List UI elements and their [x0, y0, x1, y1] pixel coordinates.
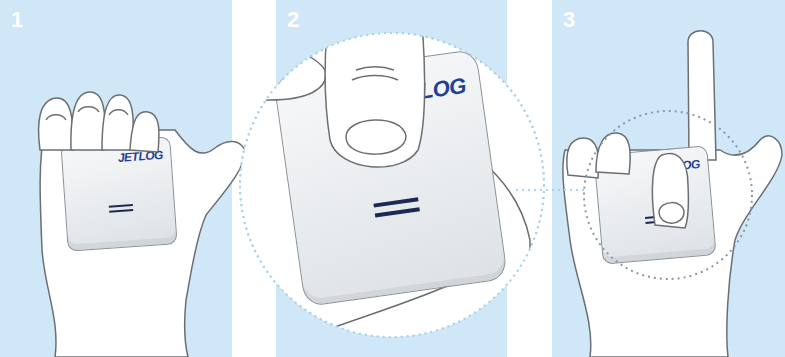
product-pouch: JETLOG: [273, 49, 508, 307]
pouch-mark: [645, 215, 670, 219]
brand-logo: JETLOG: [654, 157, 700, 175]
pouch-mark: [109, 204, 133, 208]
brand-logo: JETLOG: [117, 147, 163, 164]
step-number: 1: [11, 7, 23, 33]
pouch-mark: [109, 209, 133, 213]
pouch-mark: [374, 197, 419, 207]
brand-logo: JETLOG: [380, 72, 468, 110]
step-panel: 1JETLOG: [0, 0, 232, 357]
product-pouch: JETLOG: [60, 136, 177, 251]
step-number: 2: [287, 7, 299, 33]
step-panel: 3JETLOG: [552, 0, 785, 357]
step-number: 3: [563, 7, 575, 33]
pouch-mark: [645, 220, 670, 224]
step-panel: 2JETLOG: [276, 0, 507, 357]
product-pouch: JETLOG: [593, 145, 716, 265]
pouch-mark: [375, 207, 420, 217]
